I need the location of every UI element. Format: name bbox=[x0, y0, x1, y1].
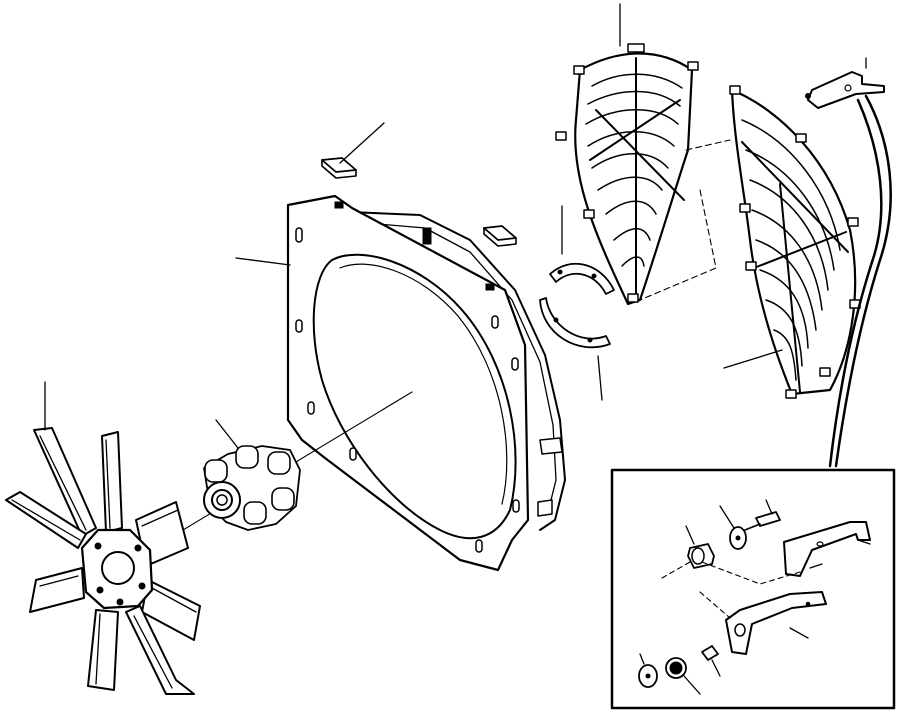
bracket-upper bbox=[783, 521, 871, 577]
alignment-line bbox=[639, 139, 731, 301]
grommet bbox=[685, 525, 715, 569]
flat-washer bbox=[638, 653, 658, 688]
split-ring-halves bbox=[539, 205, 615, 401]
fan-spacer bbox=[203, 419, 301, 531]
detail-inset bbox=[610, 468, 896, 710]
fan-guard-upper bbox=[555, 3, 699, 306]
fan-blade-assembly bbox=[5, 381, 201, 695]
shroud-pad-upper bbox=[321, 122, 385, 179]
nut bbox=[665, 657, 701, 695]
bracket-lower bbox=[725, 591, 827, 655]
sleeve bbox=[701, 645, 721, 677]
washer bbox=[719, 505, 747, 550]
bolt bbox=[739, 499, 781, 533]
fan-guard-lower bbox=[723, 85, 861, 399]
shroud-pad-right bbox=[483, 225, 517, 247]
guard-mounting-bracket bbox=[805, 57, 892, 468]
fan-shroud bbox=[235, 194, 566, 572]
